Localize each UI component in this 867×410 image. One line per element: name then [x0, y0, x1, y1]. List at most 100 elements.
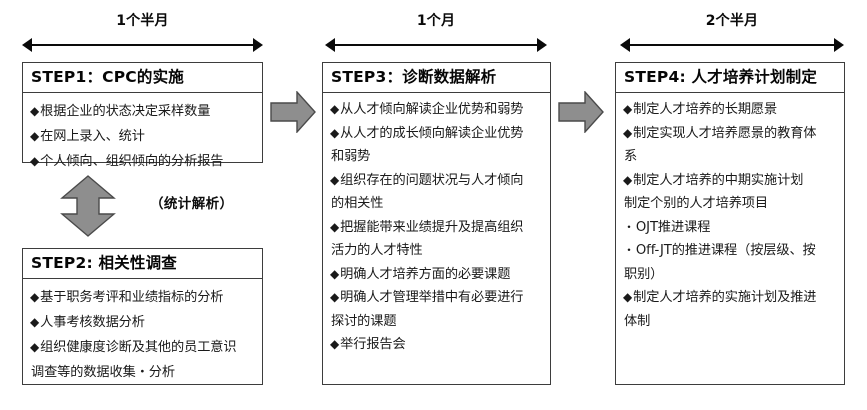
bullet-text: 从人才倾向解读企业优势和弱势	[340, 102, 524, 117]
bullet-text: 把握能带来业绩提升及提高组织	[340, 219, 524, 235]
timeline-3-arrow	[620, 38, 844, 52]
bullet-text: 的相关性	[331, 196, 384, 211]
bullet-text: 明确人才培养方面的必要课题	[340, 266, 511, 282]
timeline-2-label: 1个月	[416, 13, 456, 29]
timeline-1-line	[31, 44, 254, 46]
step4-item-4: 制定个别的人才培养项目	[623, 192, 838, 216]
step1-title: STEP1：CPC的实施	[23, 63, 262, 93]
step3-title: STEP3：诊断数据解析	[323, 63, 550, 93]
arrow-head-left-icon	[22, 38, 32, 52]
arrow-head-right-icon	[537, 38, 547, 52]
bullet-text: 系	[624, 149, 638, 164]
block-arrow-right-icon	[558, 91, 604, 133]
bullet-mark: ◆	[30, 315, 40, 329]
step3-item-1: ◆从人才的成长倾向解读企业优势	[330, 122, 544, 146]
step4-item-0: ◆制定人才培养的长期愿景	[623, 98, 838, 122]
timeline-1-arrow	[22, 38, 263, 52]
bullet-text: 组织存在的问题状况与人才倾向	[340, 172, 524, 188]
step3-item-2: 和弱势	[330, 145, 544, 169]
bullet-mark: ◆	[330, 125, 340, 140]
bullet-mark: ◆	[30, 154, 40, 168]
double-arrow-vertical-icon	[60, 175, 116, 237]
timeline-2-line	[334, 44, 538, 46]
step2-item-1: ◆人事考核数据分析	[30, 310, 256, 335]
bullet-text: 举行报告会	[340, 337, 406, 352]
bullet-mark: ◆	[623, 172, 633, 187]
bullet-mark: ◆	[330, 266, 340, 281]
bullet-mark: ・	[623, 243, 635, 257]
bullet-mark: ◆	[330, 290, 340, 304]
bullet-text: Off-JT的推进课程（按层级、按	[635, 243, 816, 258]
arrow-step1-to-step3	[270, 91, 316, 133]
step3-item-5: ◆把握能带来业绩提升及提高组织	[330, 216, 544, 240]
bullet-mark: ◆	[330, 102, 340, 116]
bullet-mark: ◆	[30, 290, 40, 304]
timeline-3-line	[629, 44, 835, 46]
bullet-text: 体制	[624, 313, 651, 329]
step4-item-8: ◆制定人才培养的实施计划及推进	[623, 286, 838, 310]
step4-title: STEP4: 人才培养计划制定	[616, 63, 844, 93]
bullet-text: 组织健康度诊断及其他的员工意识	[40, 340, 237, 355]
bullet-mark: ◆	[330, 219, 340, 234]
timeline-3: 2个半月	[620, 12, 844, 58]
step3-item-7: ◆明确人才培养方面的必要课题	[330, 263, 544, 287]
step3-item-4: 的相关性	[330, 192, 544, 216]
bullet-text: 调查等的数据收集・分析	[31, 365, 175, 380]
bullet-text: OJT推进课程	[635, 219, 711, 235]
step3-body: ◆从人才倾向解读企业优势和弱势 ◆从人才的成长倾向解读企业优势 和弱势 ◆组织存…	[323, 93, 550, 361]
arrow-head-left-icon	[620, 38, 630, 52]
bullet-mark: ◆	[623, 125, 633, 140]
step4-item-2: 系	[623, 145, 838, 169]
bullet-text: 人事考核数据分析	[40, 315, 145, 330]
step4-item-1: ◆制定实现人才培养愿景的教育体	[623, 122, 838, 146]
timeline-2-arrow	[325, 38, 547, 52]
step1-item-1: ◆在网上录入、统计	[30, 124, 256, 149]
bullet-mark: ◆	[30, 129, 40, 143]
step3-item-8: ◆明确人才管理举措中有必要进行	[330, 286, 544, 310]
arrow-head-right-icon	[253, 38, 263, 52]
bullet-text: 制定个别的人才培养项目	[624, 196, 768, 211]
step4-item-7: 职别）	[623, 263, 838, 287]
bullet-mark: ◆	[30, 340, 40, 354]
step4-body: ◆制定人才培养的长期愿景 ◆制定实现人才培养愿景的教育体 系 ◆制定人才培养的中…	[616, 93, 844, 337]
step4-item-5: ・OJT推进课程	[623, 216, 838, 240]
step1-item-0: ◆根据企业的状态决定采样数量	[30, 99, 256, 124]
step4-item-6: ・Off-JT的推进课程（按层级、按	[623, 239, 838, 263]
bullet-text: 探讨的课题	[331, 313, 397, 329]
bullet-text: 制定实现人才培养愿景的教育体	[633, 125, 817, 141]
bullet-mark: ◆	[330, 337, 340, 351]
timeline-1-label: 1个半月	[116, 13, 169, 29]
bullet-text: 根据企业的状态决定采样数量	[40, 104, 211, 119]
step3-item-6: 活力的人才特性	[330, 239, 544, 263]
bullet-text: 活力的人才特性	[331, 243, 423, 258]
bullet-mark: ◆	[330, 172, 340, 187]
step2-item-2: ◆组织健康度诊断及其他的员工意识	[30, 335, 256, 360]
step-box-step3: STEP3：诊断数据解析 ◆从人才倾向解读企业优势和弱势 ◆从人才的成长倾向解读…	[322, 62, 551, 385]
step3-item-9: 探讨的课题	[330, 310, 544, 334]
bullet-mark: ・	[623, 219, 635, 234]
step2-item-3: 调查等的数据收集・分析	[30, 360, 256, 385]
arrow-step3-to-step4	[558, 91, 604, 133]
step3-item-0: ◆从人才倾向解读企业优势和弱势	[330, 98, 544, 122]
bullet-mark: ◆	[30, 104, 40, 118]
bullet-mark: ◆	[623, 290, 633, 304]
bullet-text: 个人倾向、组织倾向的分析报告	[40, 154, 224, 169]
step3-item-10: ◆举行报告会	[330, 333, 544, 357]
step-box-step1: STEP1：CPC的实施 ◆根据企业的状态决定采样数量 ◆在网上录入、统计 ◆个…	[22, 62, 263, 169]
bullet-text: 基于职务考评和业绩指标的分析	[40, 290, 224, 305]
bullet-text: 制定人才培养的长期愿景	[633, 102, 778, 117]
timeline-3-label: 2个半月	[705, 13, 759, 29]
step1-item-2: ◆个人倾向、组织倾向的分析报告	[30, 149, 256, 174]
bullet-text: 从人才的成长倾向解读企业优势	[340, 125, 524, 141]
bullet-text: 职别）	[624, 266, 664, 282]
bullet-text: 制定人才培养的中期实施计划	[633, 172, 804, 188]
bullet-text: 和弱势	[331, 149, 371, 164]
timeline-1: 1个半月	[22, 12, 263, 58]
step4-item-3: ◆制定人才培养的中期实施计划	[623, 169, 838, 193]
bullet-text: 明确人才管理举措中有必要进行	[340, 290, 524, 305]
arrow-step1-step2-double	[59, 175, 117, 237]
step4-item-9: 体制	[623, 310, 838, 334]
arrow-head-right-icon	[834, 38, 844, 52]
arrow-head-left-icon	[325, 38, 335, 52]
